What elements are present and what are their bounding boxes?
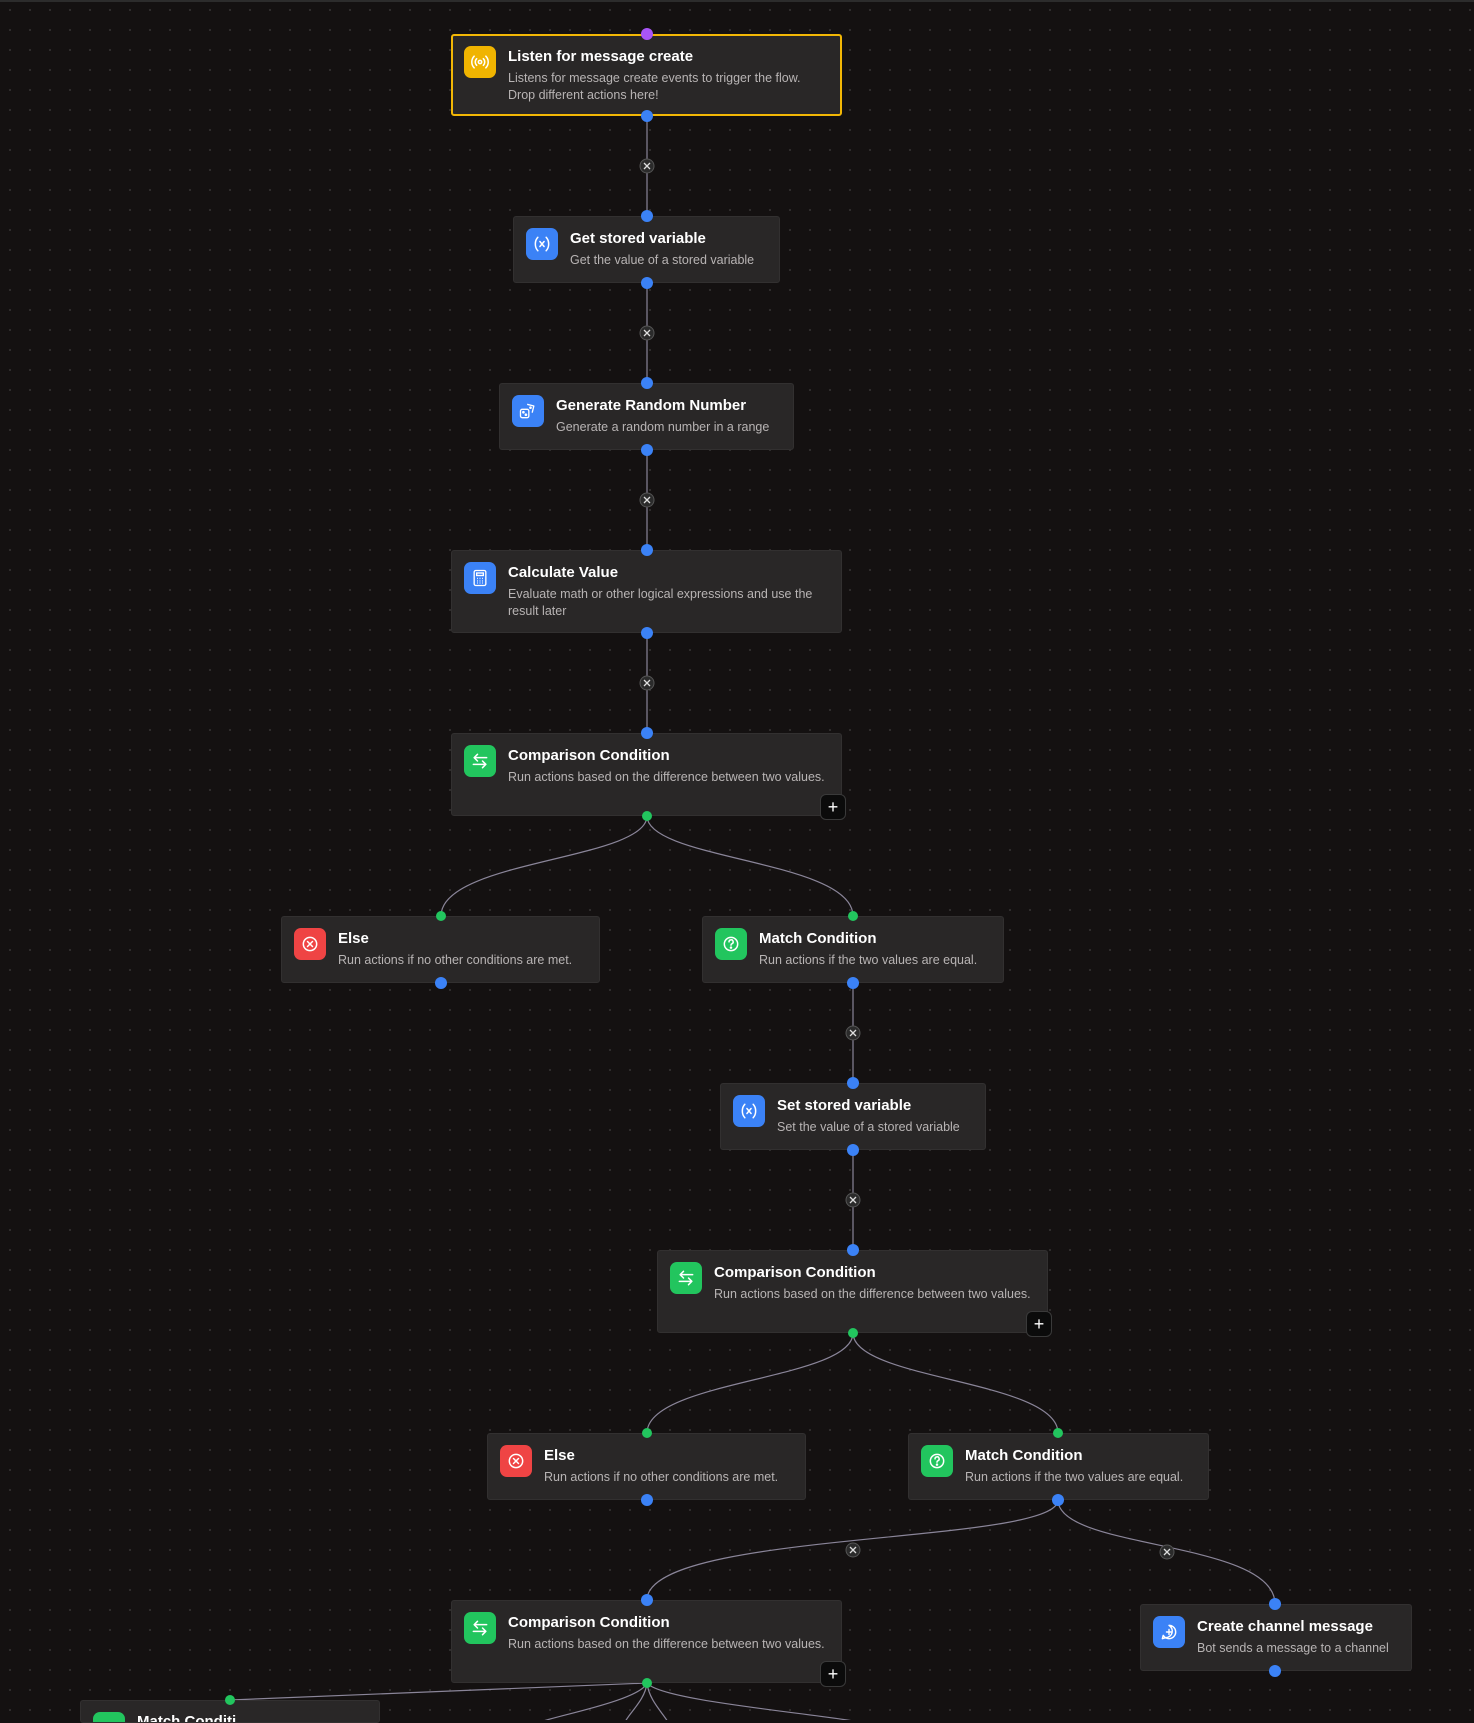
node-comparison-condition[interactable]: Comparison Condition Run actions based o…	[451, 733, 842, 816]
node-title: Comparison Condition	[508, 1614, 670, 1631]
node-description: Evaluate math or other logical expressio…	[508, 587, 813, 618]
node-else[interactable]: Else Run actions if no other conditions …	[281, 916, 600, 983]
x-circle-icon	[500, 1445, 532, 1477]
variable-icon	[526, 228, 558, 260]
question-circle-icon	[93, 1712, 125, 1722]
node-description: Bot sends a message to a channel	[1197, 1641, 1389, 1655]
node-else[interactable]: Else Run actions if no other conditions …	[487, 1433, 806, 1500]
node-set-stored-variable[interactable]: Set stored variable Set the value of a s…	[720, 1083, 986, 1150]
node-title: Else	[338, 930, 369, 947]
node-title: Match Conditi	[137, 1713, 237, 1723]
edge-compare1-match1[interactable]	[646, 815, 854, 917]
node-title: Calculate Value	[508, 564, 619, 581]
node-description: Run actions if no other conditions are m…	[338, 953, 573, 967]
node-title: Create channel message	[1197, 1618, 1373, 1635]
edge-match2-compare3[interactable]	[646, 1499, 1059, 1601]
edge-delete-button[interactable]	[639, 675, 655, 691]
edges	[229, 116, 1276, 1720]
node-create-channel-message[interactable]: Create channel message Bot sends a messa…	[1140, 1604, 1412, 1671]
edge-delete-buttons[interactable]	[639, 158, 1175, 1560]
node-title: Get stored variable	[570, 230, 706, 247]
node-title: Generate Random Number	[556, 397, 747, 414]
arrows-exchange-icon	[670, 1262, 702, 1294]
node-description: Get the value of a stored variable	[570, 253, 755, 267]
node-title: Else	[544, 1447, 575, 1464]
node-description: Run actions based on the difference betw…	[714, 1287, 1031, 1301]
node-description: Run actions if the two values are equal.	[759, 953, 978, 967]
node-match-condition[interactable]: Match Condition Run actions if the two v…	[908, 1433, 1209, 1500]
dice-icon	[512, 395, 544, 427]
edge-delete-button[interactable]	[845, 1025, 861, 1041]
calculator-icon	[464, 562, 496, 594]
node-description: Generate a random number in a range	[556, 420, 770, 434]
node-match-condition[interactable]: Match Condition Run actions if the two v…	[702, 916, 1004, 983]
edge-delete-button[interactable]	[1159, 1544, 1175, 1560]
edge-delete-button[interactable]	[845, 1542, 861, 1558]
node-description: Listens for message create events to tri…	[508, 71, 801, 102]
node-description: Run actions if the two values are equal.	[965, 1470, 1184, 1484]
node-description: Set the value of a stored variable	[777, 1120, 960, 1134]
node-comparison-condition[interactable]: Comparison Condition Run actions based o…	[657, 1250, 1048, 1333]
add-branch-button[interactable]: +	[820, 794, 846, 820]
edge-delete-button[interactable]	[845, 1192, 861, 1208]
edge-compare3-branch-a[interactable]	[540, 1682, 648, 1720]
broadcast-icon	[464, 46, 496, 78]
edge-compare3-branch-b[interactable]	[625, 1682, 648, 1720]
node-generate-random-number[interactable]: Generate Random Number Generate a random…	[499, 383, 794, 450]
node-listen-message-create[interactable]: Listen for message create Listens for me…	[451, 34, 842, 116]
arrows-exchange-icon	[464, 745, 496, 777]
edge-delete-button[interactable]	[639, 158, 655, 174]
message-plus-icon	[1153, 1616, 1185, 1648]
node-description: Run actions if no other conditions are m…	[544, 1470, 779, 1484]
question-circle-icon	[715, 928, 747, 960]
node-calculate-value[interactable]: Calculate Value Evaluate math or other l…	[451, 550, 842, 633]
question-circle-icon	[921, 1445, 953, 1477]
edge-delete-button[interactable]	[639, 325, 655, 341]
node-description: Run actions based on the difference betw…	[508, 1637, 825, 1651]
variable-icon	[733, 1095, 765, 1127]
add-branch-button[interactable]: +	[1026, 1311, 1052, 1337]
node-title: Listen for message create	[508, 48, 694, 65]
node-title: Comparison Condition	[508, 747, 670, 764]
node-title: Match Condition	[759, 930, 877, 947]
edge-compare3-match3[interactable]	[229, 1682, 648, 1701]
canvas-top-border	[0, 0, 1474, 2]
node-title: Comparison Condition	[714, 1264, 876, 1281]
add-branch-button[interactable]: +	[820, 1661, 846, 1687]
edge-compare1-else1[interactable]	[440, 815, 648, 917]
node-comparison-condition[interactable]: Comparison Condition Run actions based o…	[451, 1600, 842, 1683]
node-description: Run actions based on the difference betw…	[508, 770, 825, 784]
edge-delete-button[interactable]	[639, 492, 655, 508]
x-circle-icon	[294, 928, 326, 960]
edge-compare2-match2[interactable]	[852, 1332, 1059, 1434]
edge-compare3-branch-d[interactable]	[646, 1682, 860, 1720]
node-title: Set stored variable	[777, 1097, 912, 1114]
node-title: Match Condition	[965, 1447, 1083, 1464]
arrows-exchange-icon	[464, 1612, 496, 1644]
edge-compare2-else2[interactable]	[646, 1332, 854, 1434]
node-get-stored-variable[interactable]: Get stored variable Get the value of a s…	[513, 216, 780, 283]
